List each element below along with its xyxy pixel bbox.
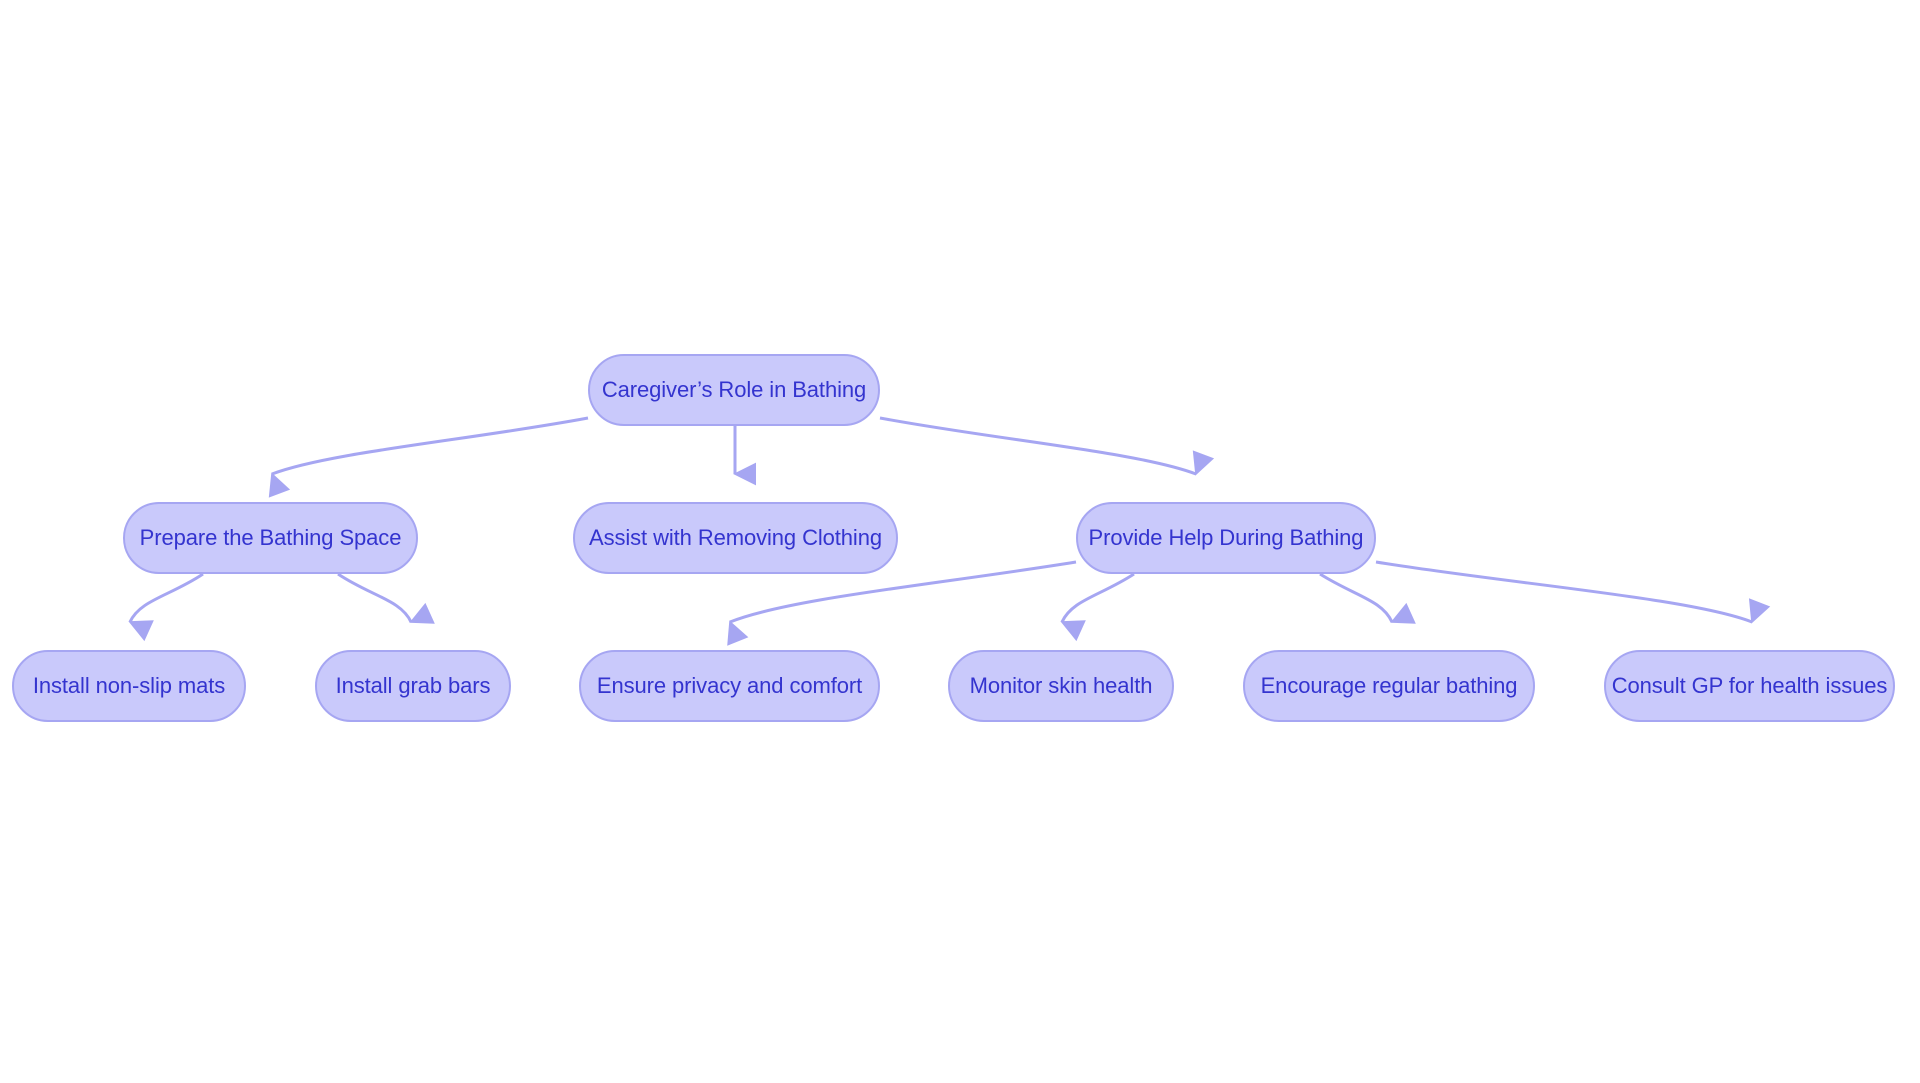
flowchart-node-assist[interactable]: Assist with Removing Clothing — [573, 502, 898, 574]
flowchart-node-label: Install non-slip mats — [32, 673, 226, 698]
flowchart-node-regular[interactable]: Encourage regular bathing — [1243, 650, 1535, 722]
edge-provide-to-gp — [1375, 560, 1771, 624]
flowchart-node-label: Monitor skin health — [969, 673, 1153, 698]
flowchart-node-label: Provide Help During Bathing — [1088, 525, 1364, 550]
flowchart-node-label: Prepare the Bathing Space — [139, 525, 402, 550]
flowchart-node-root[interactable]: Caregiver’s Role in Bathing — [588, 354, 880, 426]
flowchart-node-label: Encourage regular bathing — [1260, 673, 1518, 698]
flowchart-node-label: Caregiver’s Role in Bathing — [601, 377, 867, 402]
flowchart-node-prepare[interactable]: Prepare the Bathing Space — [123, 502, 418, 574]
edge-provide-to-regular — [1319, 572, 1416, 624]
edge-root-to-provide — [879, 416, 1215, 476]
flowchart-node-privacy[interactable]: Ensure privacy and comfort — [579, 650, 880, 722]
flowchart-node-provide[interactable]: Provide Help During Bathing — [1076, 502, 1376, 574]
flowchart-node-label: Ensure privacy and comfort — [596, 673, 863, 698]
flowchart-node-gp[interactable]: Consult GP for health issues — [1604, 650, 1895, 722]
edge-prepare-to-bars — [337, 572, 435, 624]
flowchart-node-label: Install grab bars — [335, 673, 491, 698]
flowchart-node-bars[interactable]: Install grab bars — [315, 650, 511, 722]
flowchart-node-mats[interactable]: Install non-slip mats — [12, 650, 246, 722]
edge-provide-to-skin — [1060, 572, 1135, 642]
flowchart-node-label: Assist with Removing Clothing — [589, 525, 882, 550]
flowchart-node-label: Consult GP for health issues — [1611, 673, 1888, 698]
edge-root-to-prepare — [268, 416, 589, 498]
flowchart-node-skin[interactable]: Monitor skin health — [948, 650, 1174, 722]
edge-prepare-to-mats — [128, 572, 204, 642]
